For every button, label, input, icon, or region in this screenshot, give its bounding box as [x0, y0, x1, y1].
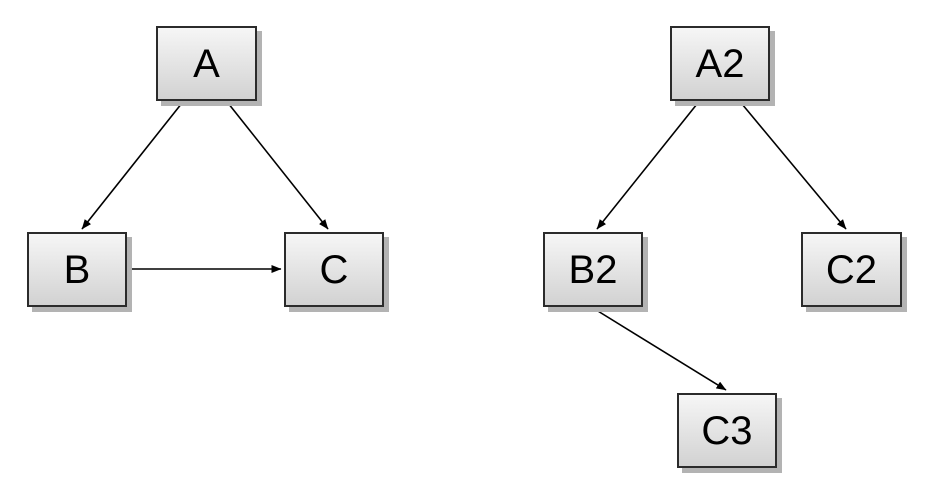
edge-B2-C3 [592, 307, 727, 391]
node-label-B2: B2 [568, 247, 618, 292]
node-label-C: C [319, 247, 349, 292]
node-C[interactable]: C [284, 232, 384, 307]
node-label-A: A [193, 41, 220, 86]
edge-A2-B2 [596, 103, 698, 230]
node-label-A2: A2 [695, 41, 745, 86]
node-C3[interactable]: C3 [677, 393, 777, 468]
node-A2[interactable]: A2 [670, 26, 770, 101]
node-label-C3: C3 [701, 408, 753, 453]
edge-A-C [227, 102, 329, 230]
node-B2[interactable]: B2 [543, 232, 643, 307]
edge-A-B [81, 102, 183, 230]
node-C2[interactable]: C2 [801, 232, 902, 307]
node-A[interactable]: A [156, 26, 257, 101]
edge-A2-C2 [741, 103, 847, 230]
node-label-B: B [63, 247, 91, 292]
node-label-C2: C2 [825, 247, 878, 292]
node-B[interactable]: B [27, 232, 127, 307]
